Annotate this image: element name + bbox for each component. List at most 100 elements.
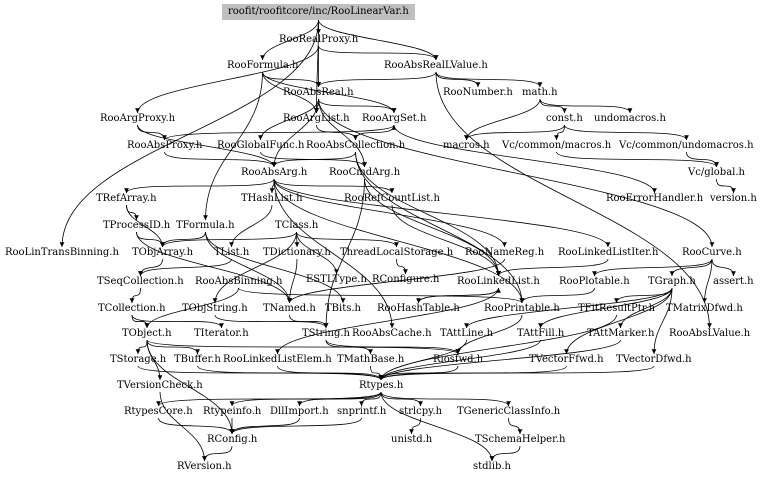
node-snprintf[interactable]: snprintf.h — [337, 406, 387, 417]
node-rooabscollection[interactable]: RooAbsCollection.h — [306, 140, 406, 151]
edge-tdictionary-to-tnamed — [287, 258, 298, 304]
node-tmathbase[interactable]: TMathBase.h — [337, 354, 405, 365]
node-rooarglist[interactable]: RooArgList.h — [283, 113, 350, 124]
node-tgraph[interactable]: TGraph.h — [648, 276, 696, 287]
node-strlcpy[interactable]: strlcpy.h — [399, 406, 443, 417]
node-tstorage[interactable]: TStorage.h — [110, 354, 167, 365]
node-roonumber[interactable]: RooNumber.h — [443, 87, 513, 98]
node-vccommonmacros[interactable]: Vc/common/macros.h — [502, 140, 612, 151]
edge-math-to-const — [539, 98, 567, 114]
node-tattmarker[interactable]: TAttMarker.h — [587, 328, 655, 339]
edge-tobject-to-rconfig — [146, 339, 235, 435]
node-tdictionary[interactable]: TDictionary.h — [263, 247, 331, 258]
node-riosfwd[interactable]: Riosfwd.h — [433, 354, 484, 365]
node-thashlist[interactable]: THashList.h — [241, 193, 303, 204]
node-roocmdarg[interactable]: RooCmdArg.h — [329, 167, 401, 178]
node-tcollection[interactable]: TCollection.h — [98, 303, 166, 314]
node-rooerrorhandler[interactable]: RooErrorHandler.h — [606, 193, 704, 204]
node-stdlib[interactable]: stdlib.h — [473, 461, 511, 472]
node-roolintransbinning[interactable]: RooLinTransBinning.h — [5, 247, 119, 258]
edge-tclass-to-estltype — [296, 231, 339, 275]
edge-roocmdarg-to-tstring — [323, 178, 365, 329]
node-unistd[interactable]: unistd.h — [391, 434, 433, 445]
node-tbuffer[interactable]: TBuffer.h — [174, 354, 221, 365]
node-rooabsarg[interactable]: RooAbsArg.h — [241, 167, 308, 178]
node-tvectorffwd[interactable]: TVectorFfwd.h — [529, 354, 604, 365]
node-tvectordfwd[interactable]: TVectorDfwd.h — [616, 354, 692, 365]
node-rooabsbinning[interactable]: RooAbsBinning.h — [195, 276, 283, 287]
node-tversioncheck[interactable]: TVersionCheck.h — [117, 380, 203, 391]
node-rooabsreal[interactable]: RooAbsReal.h — [283, 87, 354, 98]
node-estltype[interactable]: ESTLType.h — [306, 274, 367, 285]
node-tattfill[interactable]: TAttFill.h — [517, 328, 565, 339]
node-rtypeinfo[interactable]: Rtypeinfo.h — [203, 406, 262, 417]
node-tobjarray[interactable]: TObjArray.h — [132, 247, 194, 258]
edge-tcollection-to-tobject — [131, 314, 150, 329]
edge-rooformula-to-tformula — [203, 71, 263, 221]
node-threadlocalstorage[interactable]: ThreadLocalStorage.h — [340, 247, 454, 258]
node-tattline[interactable]: TAttLine.h — [440, 328, 494, 339]
node-tobject[interactable]: TObject.h — [122, 328, 172, 339]
edge-tformula-to-tobjarray — [160, 231, 206, 248]
node-rooabsreallvalue[interactable]: RooAbsRealLValue.h — [384, 60, 488, 71]
edge-rooabsarg-to-trefarray — [124, 178, 275, 194]
node-roorealproxy[interactable]: RooRealProxy.h — [279, 34, 359, 45]
node-tfitresultptr[interactable]: TFitResultPtr.h — [578, 303, 656, 314]
edge-tobject-to-tstorage — [135, 339, 148, 355]
node-tstring[interactable]: TString.h — [302, 328, 350, 339]
node-roolinkedlist[interactable]: RooLinkedList.h — [457, 276, 540, 287]
node-tclass[interactable]: TClass.h — [275, 220, 319, 231]
node-assert[interactable]: assert.h — [713, 276, 754, 287]
node-rooprintable[interactable]: RooPrintable.h — [484, 303, 560, 314]
node-rooglobalfunc[interactable]: RooGlobalFunc.h — [217, 140, 305, 151]
node-math[interactable]: math.h — [522, 87, 558, 98]
edge-rooabsreal-to-rooargset — [318, 98, 397, 114]
edge-riosfwd-to-rtypes — [378, 365, 459, 381]
node-const[interactable]: const.h — [546, 113, 583, 124]
node-tmatrixdfwd[interactable]: TMatrixDfwd.h — [666, 303, 743, 314]
node-rooabslvalue[interactable]: RooAbsLValue.h — [669, 328, 751, 339]
edge-root-to-rooabsreallvalue — [318, 19, 439, 61]
node-rtypescore[interactable]: RtypesCore.h — [124, 406, 193, 417]
edge-tbuffer-to-rtypes — [197, 365, 384, 381]
node-macros[interactable]: macros.h — [443, 140, 490, 151]
node-tschemahelper[interactable]: TSchemaHelper.h — [475, 434, 566, 445]
node-roohashtable[interactable]: RooHashTable.h — [377, 303, 460, 314]
node-titerator[interactable]: TIterator.h — [194, 328, 249, 339]
node-roocurve[interactable]: RooCurve.h — [682, 247, 742, 258]
edge-rooabscollection-to-rooprintable — [355, 151, 525, 304]
edge-rooabsreallvalue-to-math — [435, 71, 543, 88]
edge-root-to-roolintransbinning — [59, 19, 319, 248]
node-rooabsproxy[interactable]: RooAbsProxy.h — [127, 140, 203, 151]
node-roonamereg[interactable]: RooNameReg.h — [465, 247, 545, 258]
node-rtypes[interactable]: Rtypes.h — [359, 380, 404, 391]
node-rversion[interactable]: RVersion.h — [177, 461, 232, 472]
node-roolinkedlistelem[interactable]: RooLinkedListElem.h — [223, 354, 332, 365]
node-rconfig[interactable]: RConfig.h — [207, 434, 258, 445]
node-tgenericclassinfo[interactable]: TGenericClassInfo.h — [457, 406, 561, 417]
edge-tstring-to-tmathbase — [325, 339, 373, 355]
node-undomacros[interactable]: undomacros.h — [594, 113, 666, 124]
node-tprocessid[interactable]: TProcessID.h — [103, 220, 171, 231]
node-trefarray[interactable]: TRefArray.h — [96, 193, 157, 204]
edge-rooabsreallvalue-to-roonumber — [435, 71, 481, 88]
node-tnamed[interactable]: TNamed.h — [263, 303, 316, 314]
node-tbits[interactable]: TBits.h — [325, 303, 361, 314]
node-version[interactable]: version.h — [710, 193, 757, 204]
node-tformula[interactable]: TFormula.h — [176, 220, 235, 231]
node-rooargset[interactable]: RooArgSet.h — [362, 113, 427, 124]
node-rconfigure[interactable]: RConfigure.h — [372, 274, 440, 285]
node-vcglobal[interactable]: Vc/global.h — [688, 167, 745, 178]
node-roorefcountlist[interactable]: RooRefCountList.h — [344, 193, 440, 204]
node-roolinkedlistiter[interactable]: RooLinkedListIter.h — [558, 247, 659, 258]
node-tseqcollection[interactable]: TSeqCollection.h — [97, 276, 184, 287]
node-tobjstring[interactable]: TObjString.h — [182, 303, 248, 314]
node-tlist[interactable]: TList.h — [214, 247, 250, 258]
node-rooplotable[interactable]: RooPlotable.h — [559, 276, 630, 287]
node-vccommonundomacros[interactable]: Vc/common/undomacros.h — [619, 140, 754, 151]
node-rooformula[interactable]: RooFormula.h — [227, 60, 299, 71]
node-rooabscache[interactable]: RooAbsCache.h — [352, 328, 432, 339]
node-rooargproxy[interactable]: RooArgProxy.h — [100, 113, 176, 124]
node-dllimport[interactable]: DllImport.h — [270, 406, 329, 417]
node-root[interactable]: roofit/roofitcore/inc/RooLinearVar.h — [222, 4, 415, 20]
